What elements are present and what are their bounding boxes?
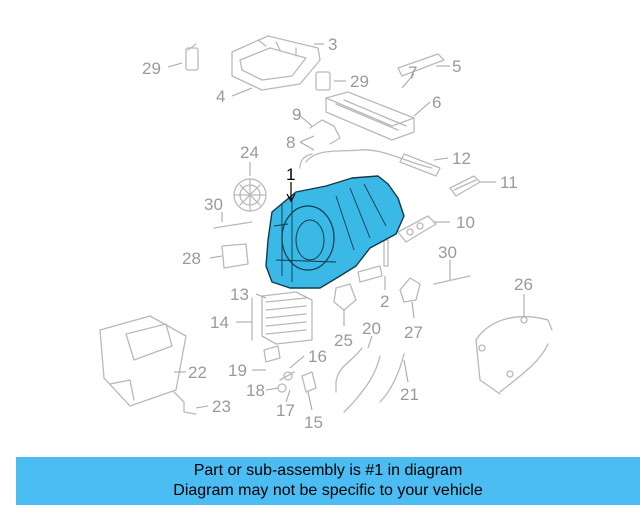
callout-27: 27 [404,323,423,342]
part-23-fitting [173,391,197,415]
banner-line-disclaimer: Diagram may not be specific to your vehi… [173,482,483,499]
part-26-harness [475,315,553,395]
part-30-strip-right [433,275,471,285]
callout-23: 23 [212,397,231,416]
callout-2: 2 [380,292,389,311]
callout-7: 7 [408,63,417,82]
callout-11: 11 [500,173,518,192]
callout-26: 26 [514,275,533,294]
part-29-clip-left [185,43,199,71]
callout-1: 1 [286,165,295,184]
callout-17: 17 [276,401,295,420]
part-13-heater-core [261,291,313,345]
part-27-bracket [399,277,421,303]
part-15-clip [301,371,317,393]
callout-15: 15 [304,413,323,432]
callout-16: 16 [308,347,327,366]
callout-19: 19 [228,361,247,380]
part-11-bracket [449,175,481,197]
part-16-19-fittings [263,345,295,393]
callout-9: 9 [292,105,301,124]
callout-29-left: 29 [142,59,161,78]
part-22-housing [99,315,187,407]
callout-4: 4 [216,87,225,106]
part-10-flap [397,215,437,243]
part-24-blower-motor [233,178,267,212]
part-3-cover [231,35,321,91]
part-8-9-pipes [299,119,433,169]
part-20-21-hoses [335,347,405,413]
callout-20: 20 [362,319,381,338]
callout-25: 25 [334,331,353,350]
part-1-blower-case-highlighted [265,175,405,289]
part-25-motor [333,283,357,311]
leader-lines [167,43,525,411]
callout-5: 5 [452,57,461,76]
callout-8: 8 [286,133,295,152]
callout-24: 24 [240,143,259,162]
callout-30-right: 30 [438,243,457,262]
part-29-clip-right [315,71,331,91]
callout-12: 12 [452,149,471,168]
callout-13: 13 [230,285,249,304]
part-12-seal [399,153,441,177]
callout-3: 3 [328,35,337,54]
callout-6: 6 [432,93,441,112]
callout-18: 18 [246,381,265,400]
callout-labels: 1 2 3 4 5 6 7 8 9 10 11 12 13 14 15 16 1… [142,35,533,432]
callout-10: 10 [456,213,475,232]
part-28-actuator [221,243,249,269]
callout-22: 22 [188,363,207,382]
callout-21: 21 [400,385,419,404]
part-6-evaporator [325,53,445,141]
part-30-strip-left [213,221,253,229]
callout-29-right: 29 [350,72,369,91]
info-banner: Part or sub-assembly is #1 in diagram Di… [16,457,640,505]
callout-28: 28 [182,249,201,268]
callout-30-left: 30 [204,195,223,214]
callout-14: 14 [210,313,229,332]
banner-line-part-number: Part or sub-assembly is #1 in diagram [193,462,463,479]
